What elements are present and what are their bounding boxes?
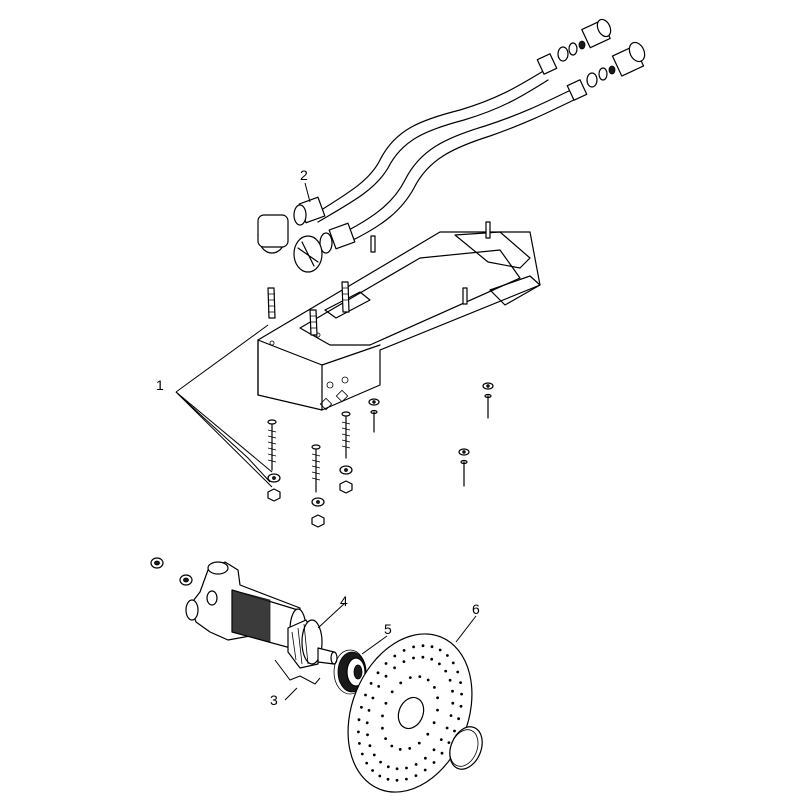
plate-hole (430, 645, 434, 649)
plate-hole (433, 686, 436, 689)
plate-hole (405, 777, 408, 781)
leader-lines (175, 182, 477, 701)
plate-hole (386, 765, 390, 769)
plate-hole (417, 741, 421, 745)
plate-hole (439, 738, 443, 741)
valve-body (150, 557, 307, 652)
callout-6: 6 (472, 601, 480, 617)
plate-hole (426, 678, 430, 682)
flange-adapter (333, 649, 367, 695)
plate-hole (460, 692, 463, 696)
plate-hole (438, 648, 442, 652)
plate-hole (364, 693, 367, 697)
escutcheon-plate (347, 633, 473, 793)
plate-hole (451, 689, 454, 693)
plate-hole (371, 696, 375, 700)
plate-hole (379, 760, 382, 764)
plate-hole (381, 714, 384, 718)
plate-hole (432, 721, 436, 725)
plate-hole (423, 768, 427, 772)
plate-hole (376, 671, 380, 675)
plate-hole (421, 655, 425, 659)
plate-hole (384, 737, 387, 740)
plate-hole (448, 678, 452, 682)
plate-hole (390, 690, 394, 694)
plate-hole (393, 666, 396, 670)
plate-hole (432, 748, 436, 752)
plate-hole (367, 709, 371, 712)
plate-hole (386, 777, 390, 781)
plate-hole (369, 682, 373, 685)
plate-hole (412, 656, 415, 660)
plate-hole (453, 729, 456, 733)
plate-hole (426, 732, 430, 736)
plate-hole (378, 774, 382, 778)
wall-plugs (267, 221, 491, 336)
plate-hole (393, 654, 397, 658)
plate-hole (384, 701, 388, 705)
plate-hole (459, 704, 463, 708)
plate-hole (451, 661, 455, 665)
callout-3: 3 (270, 692, 278, 708)
mounting-frame (257, 231, 541, 411)
plate-hole (395, 767, 399, 771)
plate-hole (357, 730, 360, 734)
plate-hole (408, 676, 412, 679)
plate-hole (368, 744, 372, 748)
plate-hole (384, 662, 388, 665)
plate-hole (360, 752, 364, 756)
callout-4: 4 (340, 593, 348, 609)
plate-hole (381, 726, 384, 730)
plate-hole (408, 747, 412, 750)
plate-hole (395, 778, 399, 782)
plate-hole (365, 721, 369, 725)
plate-hole (459, 681, 462, 684)
callout-1: 1 (156, 377, 164, 393)
plate-hole (365, 761, 369, 765)
plate-hole (445, 726, 449, 730)
plate-hole (384, 674, 388, 678)
plate-hole (440, 751, 444, 755)
plate-hole (436, 708, 439, 712)
callout-2: 2 (300, 167, 308, 183)
plate-hole (449, 714, 453, 717)
plate-hole (414, 763, 418, 766)
plate-hole (456, 670, 460, 674)
plate-hole (358, 742, 361, 745)
plate-hole (414, 774, 418, 777)
plate-hole (444, 669, 448, 673)
plate-hole (446, 654, 449, 657)
plate-hole (436, 696, 439, 700)
plate-hole (421, 644, 425, 648)
plate-hole (390, 744, 394, 748)
fixing-screws (267, 382, 494, 528)
plate-hole (371, 769, 374, 772)
plate-hole (451, 701, 455, 705)
hose-connectors (257, 196, 356, 273)
hose-end-fittings-top (536, 18, 646, 101)
plate-hole (430, 657, 434, 661)
plate-hole (438, 662, 441, 666)
plate-hole (424, 756, 427, 760)
plate-hole (357, 718, 361, 722)
plate-hole (402, 660, 406, 663)
plate-hole (372, 753, 376, 757)
plate-hole (399, 681, 403, 685)
plate-hole (457, 717, 460, 721)
plate-hole (377, 685, 381, 688)
plate-hole (360, 705, 363, 709)
flexible-hoses (317, 69, 581, 243)
plate-hole (405, 766, 408, 770)
callout-5: 5 (384, 621, 392, 637)
plate-hole (418, 675, 422, 678)
plate-hole (447, 741, 451, 744)
plate-hole (402, 649, 406, 652)
plate-hole (366, 733, 369, 737)
plate-hole (432, 761, 436, 764)
cartridge (287, 619, 338, 669)
plate-hole (398, 748, 402, 751)
cover-cap (449, 726, 483, 770)
plate-hole (412, 645, 415, 649)
